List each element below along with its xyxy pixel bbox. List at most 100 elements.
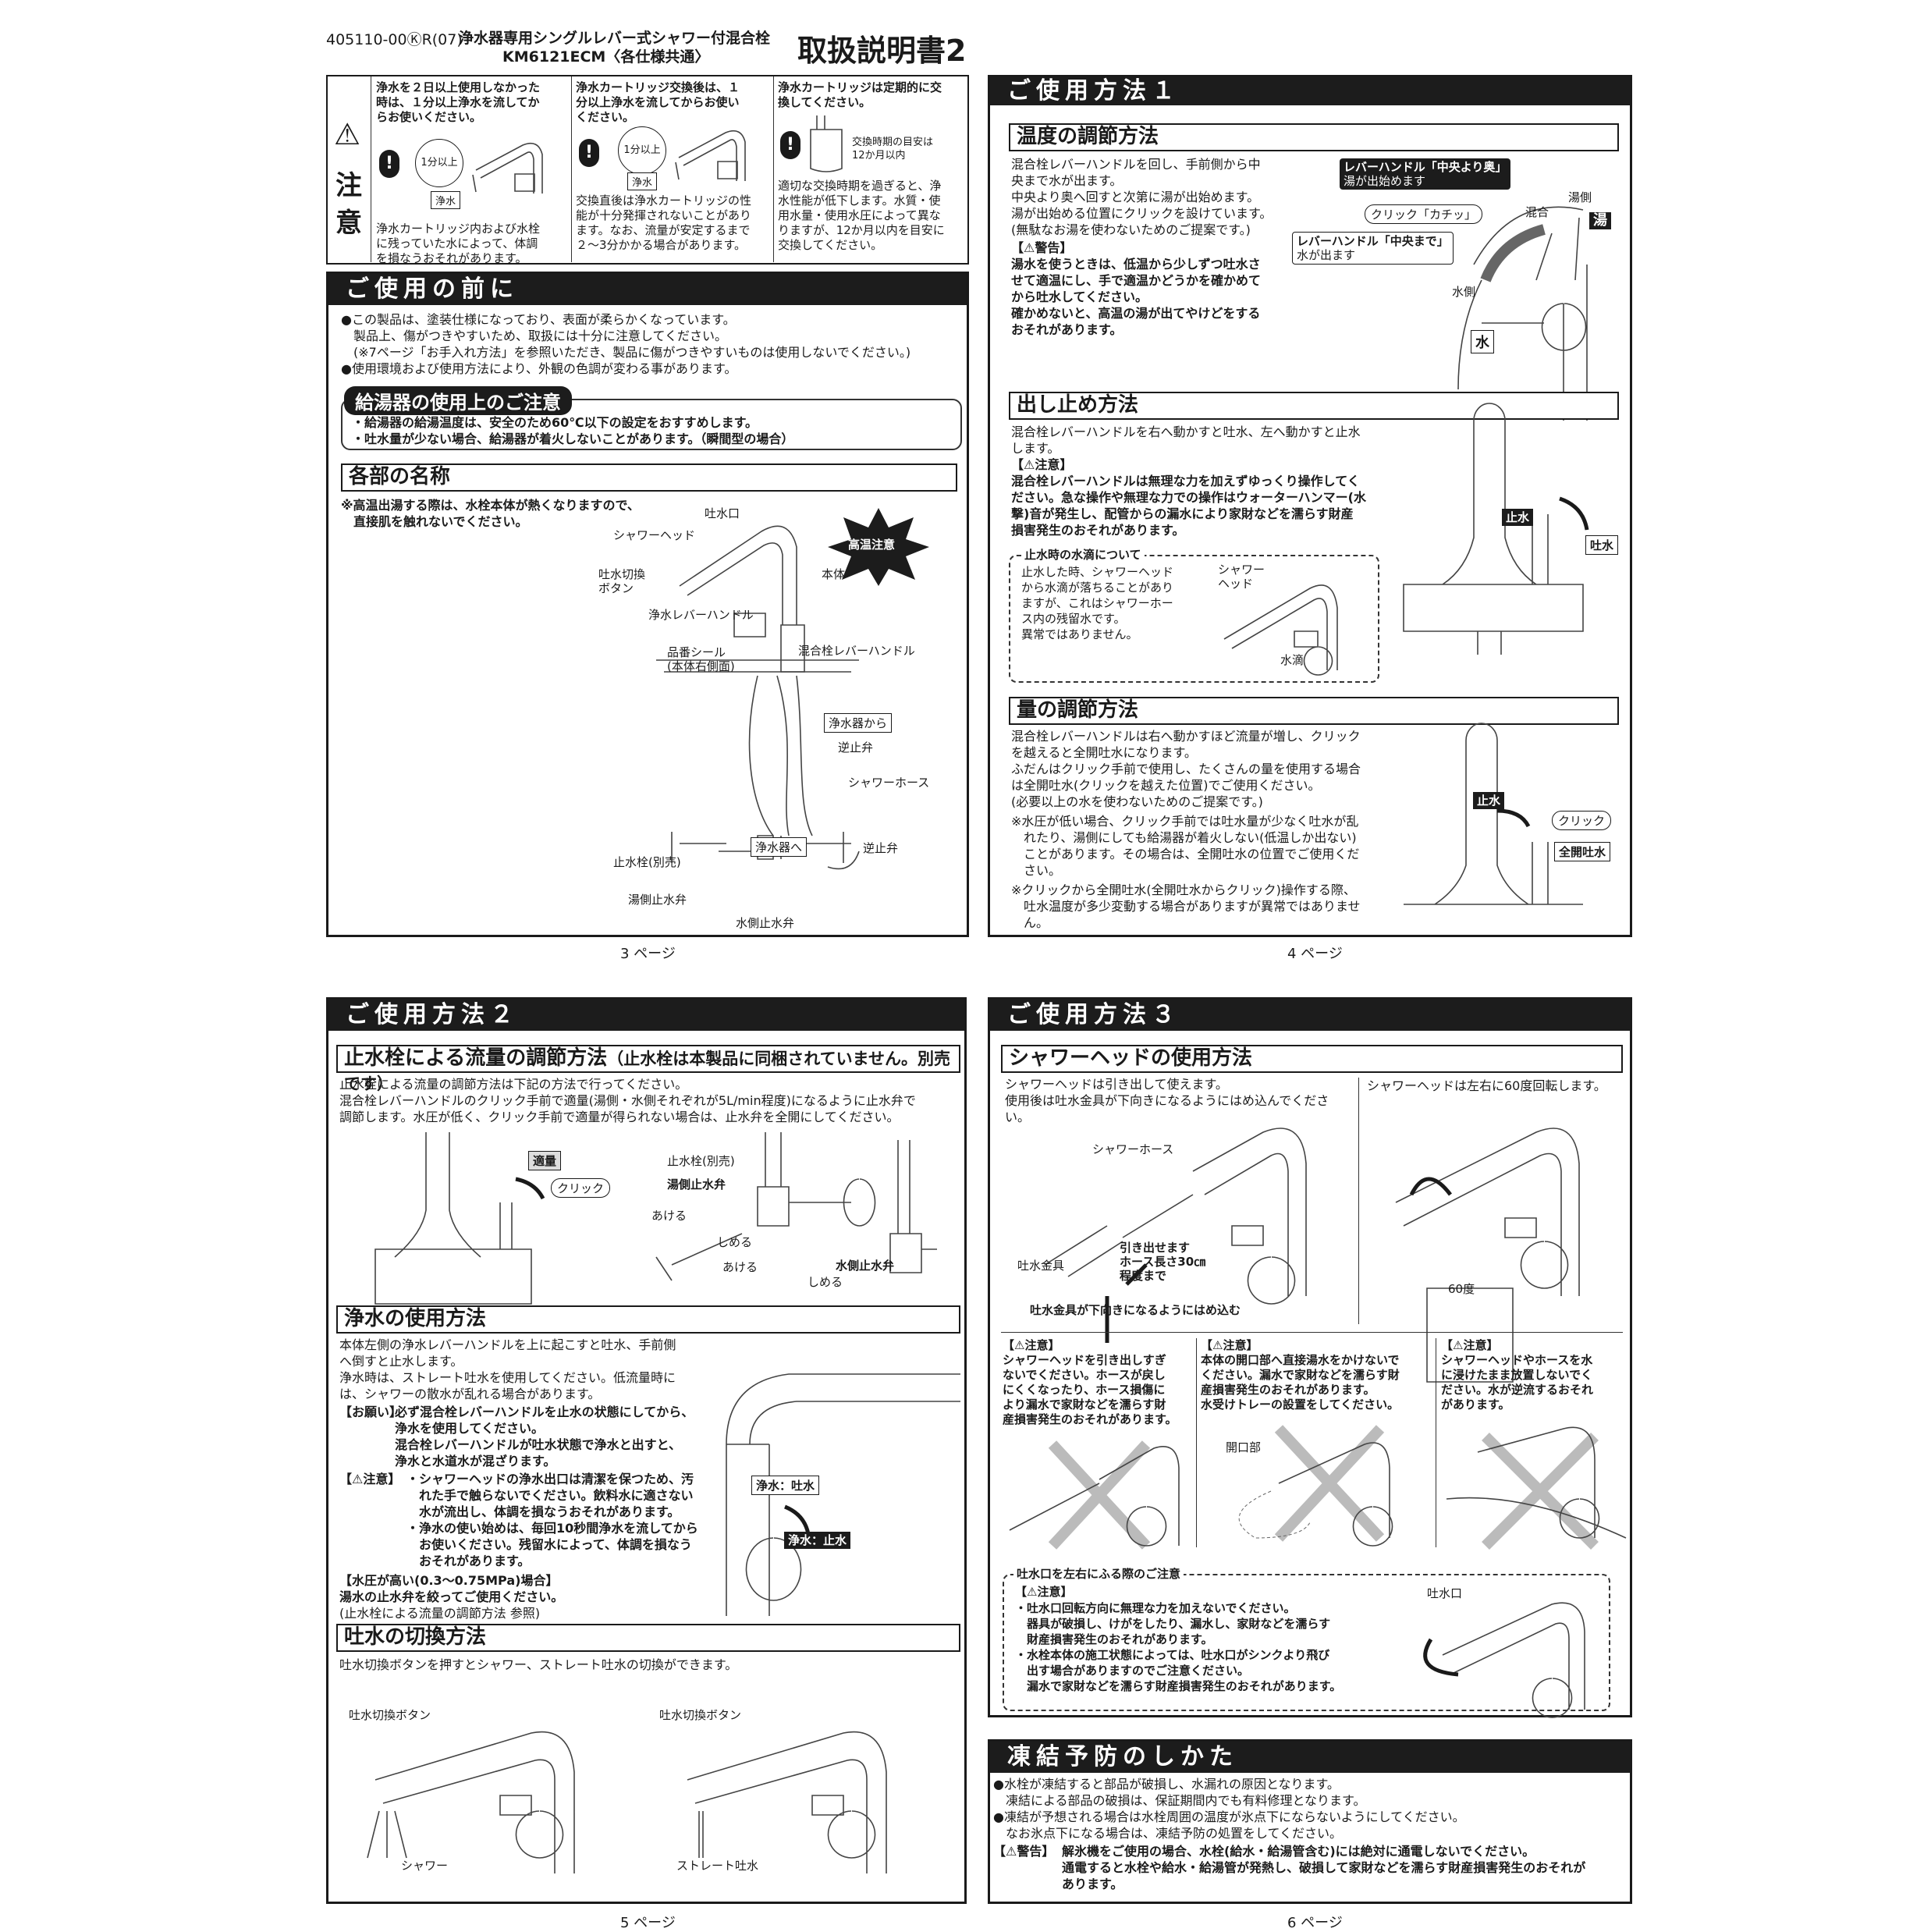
label-mixer-lever: 混合栓レバーハンドル <box>798 644 915 658</box>
shower-text-right: シャワーヘッドは左右に60度回転します。 <box>1367 1078 1606 1093</box>
section-title: ご使用方法３ <box>990 1000 1630 1031</box>
caution-table: ⚠ 注 意 浄水を２日以上使用しなかった 時は、１分以上浄水を流してか らお使い… <box>326 75 969 265</box>
caution-3-text: シャワーヘッドやホースを水 に浸けたまま放置しないでく ださい。水が逆流するおそ… <box>1441 1353 1594 1412</box>
lever-diagram <box>374 1132 545 1305</box>
label-purifier-flow: 浄水：吐水 <box>751 1476 820 1495</box>
label-hot-stop-valve: 湯側止水弁 <box>628 893 687 907</box>
label-shower-hose: シャワーホース <box>1092 1142 1174 1156</box>
shower-heading: シャワーヘッドの使用方法 <box>1001 1045 1623 1073</box>
faucet-illustration <box>472 142 543 194</box>
model-number: KM6121ECM〈各仕様共通〉 <box>502 48 710 66</box>
page-5-usage-2: ご使用方法２ 止水栓による流量の調節方法（止水栓は本製品に同梱されていません。別… <box>326 997 967 1904</box>
section-title: ご使用の前に <box>328 274 967 305</box>
section-title: ご使用方法２ <box>328 1000 964 1031</box>
shower-rotate-diagram <box>1395 1128 1580 1383</box>
callout-back-title: レバーハンドル「中央より奥」 <box>1344 160 1507 174</box>
onoff-text: 混合栓レバーハンドルを右へ動かすと吐水、左へ動かすと止水 します。 <box>1011 424 1361 456</box>
label-click: クリック <box>551 1178 611 1198</box>
purifier-text: 本体左側の浄水レバーハンドルを上に起こすと吐水、手前側 へ倒すと止水します。 浄… <box>339 1337 676 1401</box>
caution-3-top: 浄水カートリッジは定期的に交 換してください。 <box>778 80 942 109</box>
label-stop: 止水 <box>1502 509 1534 526</box>
caution-3-bottom: 適切な交換時期を過ぎると、浄 水性能が低下します。水質・使 用水量・使用水圧によ… <box>778 179 945 252</box>
callout-center-text: 水が出ます <box>1297 248 1356 262</box>
valve-text: 止水栓による流量の調節方法は下記の方法で行ってください。 混合栓レバーハンドルの… <box>339 1077 916 1124</box>
purifier-heading: 浄水の使用方法 <box>336 1305 960 1334</box>
label-click: クリック <box>1552 811 1612 830</box>
label-full-flow: 全開吐水 <box>1554 842 1611 861</box>
page-4-usage-1: ご使用方法１ 温度の調節方法 混合栓レバーハンドルを回し、手前側から中 央まで水… <box>988 75 1632 937</box>
label-flow: 吐水 <box>1585 535 1619 555</box>
straight-mode-diagram <box>687 1731 887 1873</box>
hot-warning-burst-icon <box>828 508 929 586</box>
pressure-title: 【水圧が高い(0.3～0.75MPa)場合】 <box>339 1573 559 1588</box>
shower-mode-diagram <box>367 1731 575 1873</box>
freeze-title: 凍結予防のしかた <box>990 1742 1630 1773</box>
purifier-caution-text: ・シャワーヘッドの浄水出口は清潔を保つため、汚 れた手で触らないでください。飲料… <box>406 1472 698 1568</box>
caution-1-bottom: 浄水カートリッジ内および水栓 に残っていた水によって、体調 を損なうおそれがあり… <box>376 222 541 265</box>
heater-notice-title: 給湯器の使用上のご注意 <box>344 386 572 415</box>
switch-heading: 吐水の切換方法 <box>336 1624 960 1652</box>
freeze-prevention: 凍結予防のしかた ●水栓が凍結すると部品が破損し、水漏れの原因となります。 凍結… <box>988 1739 1632 1904</box>
purifier-caution-label: 【⚠注意】 <box>339 1472 401 1486</box>
label-shower-head: シャワー ヘッド <box>1218 563 1265 591</box>
label-cold-side: 水側 <box>1452 285 1476 299</box>
volume-note-2: ※クリックから全開吐水(全開吐水からクリック)操作する際、 吐水温度が多少変動す… <box>1011 883 1361 930</box>
label-close-1: しめる <box>717 1235 753 1249</box>
temperature-lever-diagram <box>1457 206 1588 421</box>
label-angle: 60度 <box>1448 1282 1475 1296</box>
caution-2-bubble: 1分以上 <box>618 126 666 175</box>
label-from-purifier: 浄水器から <box>824 713 893 733</box>
freeze-warning-text: 解氷機をご使用の場合、水栓(給水・給湯管含む)には絶対に通電しないでください。 … <box>1062 1844 1586 1891</box>
caution-label-1: 注 <box>335 170 362 201</box>
freeze-warning-label: 【⚠警告】 <box>993 1844 1055 1859</box>
pressure-text: 湯水の止水弁を絞ってご使用ください。 <box>339 1589 564 1604</box>
hot-surface-note: ※高温出湯する際は、水栓本体が熱くなりますので、 直接肌を触れないでください。 <box>341 498 640 529</box>
label-pull-length: 引き出せます ホース長さ30㎝ 程度まで <box>1120 1241 1206 1283</box>
page-3-before-use: ご使用の前に ●この製品は、塗装仕様になっており、表面が柔らかくなっています。 … <box>326 272 969 937</box>
exclamation-icon: ! <box>579 139 599 167</box>
label-close-2: しめる <box>808 1275 843 1289</box>
caution-3-label: 【⚠注意】 <box>1441 1338 1499 1352</box>
caution-1-text: シャワーヘッドを引き出しすぎ ないでください。ホースが戻し にくくなったり、ホー… <box>1003 1353 1177 1426</box>
request-text: 必ず混合栓レバーハンドルを止水の状態にしてから、 浄水を使用してください。 混合… <box>395 1405 694 1469</box>
request-label: 【お願い】 <box>339 1405 403 1419</box>
caution-1-tag: 浄水 <box>431 191 461 209</box>
label-stop-valve: 止水栓(別売) <box>613 855 681 869</box>
page-number-4: 4 ページ <box>1287 946 1343 962</box>
pressure-reference: (止水栓による流量の調節方法 参照) <box>339 1606 541 1621</box>
warning-triangle-icon: ⚠ <box>334 117 361 151</box>
onoff-caution-label: 【⚠注意】 <box>1011 457 1073 472</box>
label-proper-amount: 適量 <box>528 1151 562 1170</box>
temperature-warning-label: 【⚠警告】 <box>1011 240 1073 255</box>
label-check-valve-1: 逆止弁 <box>838 740 874 755</box>
label-switch-button: 吐水切換 ボタン <box>598 567 646 595</box>
caution-label-2: 意 <box>335 208 362 239</box>
label-body: 本体 <box>822 567 846 581</box>
callout-center-title: レバーハンドル「中央まで」 <box>1297 234 1449 248</box>
drip-note-box <box>1009 555 1379 683</box>
prohibited-submerge-illustration <box>1446 1426 1627 1550</box>
exclamation-icon: ! <box>379 150 399 178</box>
coating-notes: ●この製品は、塗装仕様になっており、表面が柔らかくなっています。 製品上、傷がつ… <box>341 312 911 376</box>
swing-caution-title: 吐水口を左右にふる際のご注意 <box>1013 1565 1184 1582</box>
label-switch-button-1: 吐水切換ボタン <box>349 1708 431 1722</box>
prohibited-water-illustration <box>1238 1425 1393 1547</box>
label-mix: 混合 <box>1525 205 1549 219</box>
callout-back: レバーハンドル「中央より奥」 湯が出始めます <box>1340 158 1511 190</box>
parts-heading: 各部の名称 <box>341 463 957 492</box>
caution-1-top: 浄水を２日以上使用しなかった 時は、１分以上浄水を流してか らお使いください。 <box>376 80 541 124</box>
heater-notice-box <box>341 399 962 450</box>
exclamation-icon: ! <box>780 131 800 159</box>
replacement-interval-note: 交換時期の目安は 12か月以内 <box>852 137 934 162</box>
label-serial-seal: 品番シール (本体右側面) <box>667 645 735 673</box>
freeze-text: ●水栓が凍結すると部品が破損し、水漏れの原因となります。 凍結による部品の破損は… <box>993 1777 1465 1841</box>
page-number-5: 5 ページ <box>620 1915 676 1931</box>
onoff-caution-text: 混合栓レバーハンドルは無理な力を加えずゆっくり操作してく ださい。急な操作や無理… <box>1011 474 1366 538</box>
section-title: ご使用方法１ <box>990 77 1630 105</box>
label-hot: 湯 <box>1589 212 1611 229</box>
onoff-heading: 出し止め方法 <box>1009 392 1619 420</box>
stop-valve-diagram <box>655 1132 937 1281</box>
temperature-heading: 温度の調節方法 <box>1009 123 1619 151</box>
lever-volume-diagram <box>1404 723 1583 905</box>
hot-warning-label: 高温注意 <box>848 538 896 552</box>
